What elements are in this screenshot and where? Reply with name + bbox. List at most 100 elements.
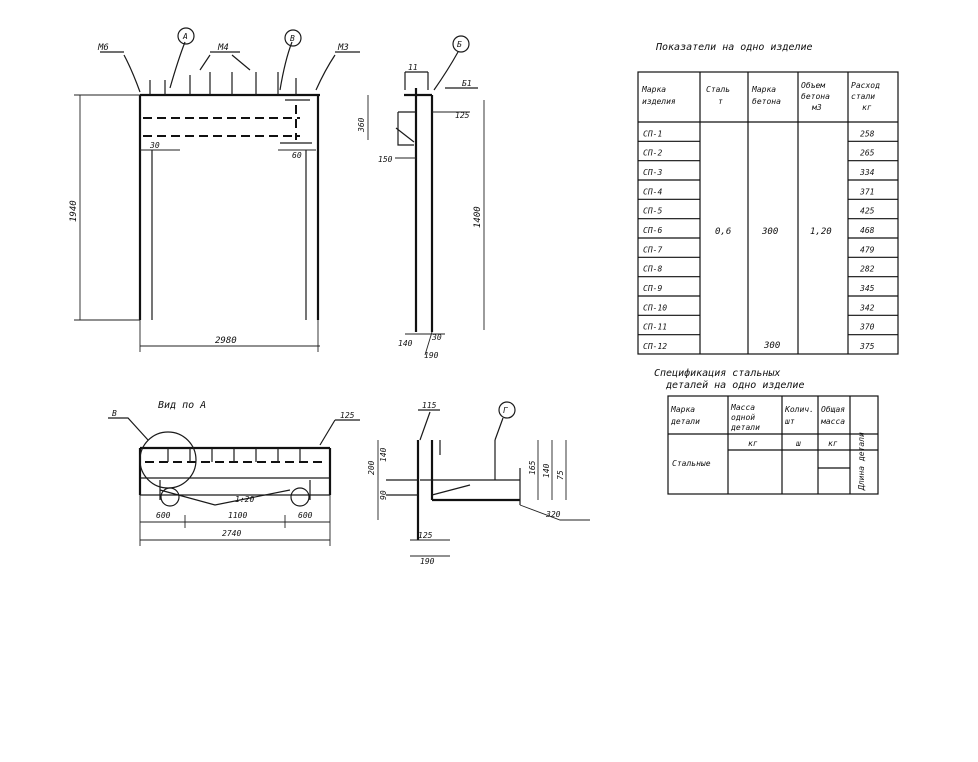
t1-h3-c: м3 — [811, 103, 822, 112]
dim-side-height: 1400 — [473, 206, 483, 228]
detail-dim-b: 140 — [379, 447, 388, 462]
table1-mark-cell: СП-9 — [643, 284, 662, 293]
table1-consumption-cell: 479 — [860, 245, 875, 254]
table1-mark-cell: СП-3 — [643, 168, 662, 177]
table1-frame — [637, 71, 899, 355]
dim-side-a: 125 — [455, 111, 470, 120]
section-dim-a: 600 — [156, 511, 171, 520]
detail-dim-f: 75 — [556, 470, 565, 480]
table2-title-2: деталей на одно изделие — [665, 379, 804, 391]
table2-title-1: Спецификация стальных — [654, 367, 780, 379]
t2-h0-a: Марка — [670, 405, 695, 414]
callout-side-text: Б — [457, 40, 462, 49]
label-m3: М3 — [337, 43, 349, 53]
t1-h2-b: бетона — [752, 96, 781, 106]
t1-volume: 1,20 — [810, 227, 832, 237]
t2-h1-c: детали — [730, 423, 760, 432]
t1-h1-b: т — [718, 97, 723, 106]
table1-consumption-cell: 375 — [859, 342, 875, 351]
leader-m6 — [123, 54, 141, 93]
detail-dim-c: 90 — [379, 490, 388, 500]
t2-h2-a: Колич. — [784, 405, 814, 414]
dim-side-bottom-a: 140 — [398, 339, 413, 348]
table1-mark-cell: СП-1 — [643, 129, 662, 138]
label-m4: М4 — [217, 43, 229, 53]
dim-inner-a: 30 — [149, 141, 160, 150]
section-dim-total: 2740 — [222, 529, 241, 538]
t2-h3-b: масса — [820, 417, 845, 426]
label-top: 11 — [408, 63, 418, 72]
section-dim-b: 1100 — [228, 511, 247, 520]
callout-circle-b — [284, 29, 302, 47]
table1-consumption-cell: 425 — [860, 207, 875, 216]
detail-dim-bottom-1: 125 — [418, 531, 433, 540]
t1-h4-c: кг — [862, 103, 872, 112]
table1-consumption-cell: 282 — [860, 265, 875, 274]
section-title: Вид по А — [158, 400, 206, 411]
t1-grade-last: 300 — [763, 341, 780, 351]
leader-b — [279, 41, 293, 91]
section-view: Вид по А В 125 1:20 600 1100 60 — [108, 400, 360, 546]
t1-h1-a: Сталь — [706, 85, 730, 94]
callout-circle-a — [177, 27, 195, 45]
section-label-a: В — [112, 409, 117, 418]
detail-view: Г 115 200 140 90 165 140 75 320 125 190 — [367, 401, 590, 566]
t1-grade: 300 — [761, 227, 778, 237]
table2-frame — [667, 395, 879, 495]
table1-consumption-cell: 370 — [859, 323, 875, 332]
t1-h3-b: бетона — [801, 91, 830, 101]
table1-consumption-cell: 342 — [859, 303, 875, 312]
dim-side-bottom-b: 30 — [431, 333, 442, 342]
t1-h3-a: Объем — [801, 80, 826, 90]
callout-circle-side — [452, 35, 470, 53]
section-label-b: 125 — [340, 411, 355, 420]
section-dim-c: 600 — [298, 511, 313, 520]
side-view: Б 11 Б1 125 150 360 1400 140 30 190 — [357, 35, 485, 360]
leader-m4 — [199, 54, 251, 71]
t2-h0-b: детали — [670, 417, 700, 426]
t2-h2-b: шт — [785, 417, 795, 426]
table-specification: Спецификация стальных деталей на одно из… — [654, 367, 879, 495]
callout-a-text: А — [182, 32, 188, 41]
dim-side-c: 360 — [357, 117, 366, 133]
detail-label-a: Г — [503, 406, 509, 415]
leader-m3 — [315, 54, 336, 91]
t1-h0-b: изделия — [642, 97, 676, 106]
table1-title: Показатели на одно изделие — [655, 42, 813, 53]
detail-dim-d: 165 — [528, 460, 537, 475]
callout-circle-detail — [498, 401, 516, 419]
table1-consumption-cell: 371 — [859, 187, 874, 196]
table1-mark-cell: СП-6 — [643, 226, 662, 235]
detail-dim-bottom-2: 190 — [420, 557, 435, 566]
section-slope: 1:20 — [235, 495, 254, 504]
detail-label-b: 115 — [422, 401, 437, 410]
t2-unit-count: ш — [796, 439, 801, 448]
dim-height: 1940 — [69, 200, 79, 222]
t2-row-label: Стальные — [672, 459, 711, 468]
dim-inner-b: 60 — [292, 151, 302, 160]
table1-mark-cell: СП-10 — [643, 303, 667, 312]
table1-consumption-cell: 468 — [860, 226, 875, 235]
t1-h4-a: Расход — [851, 81, 880, 90]
t2-side-note: Длина детали — [857, 432, 866, 491]
dim-side-b: 150 — [378, 155, 393, 164]
table1-consumption-cell: 345 — [859, 284, 875, 293]
table1-mark-cell: СП-11 — [643, 323, 667, 332]
t1-steel: 0,6 — [715, 227, 731, 237]
t2-h1-a: Масса — [730, 403, 755, 412]
leader-a — [169, 41, 186, 89]
detail-dim-g: 320 — [545, 510, 561, 519]
dim-side-bottom-c: 190 — [424, 351, 439, 360]
detail-dim-a: 200 — [367, 460, 376, 475]
table1-mark-cell: СП-4 — [643, 187, 662, 196]
table1-mark-cell: СП-7 — [643, 245, 662, 254]
table1-mark-cell: СП-5 — [643, 207, 662, 216]
table1-mark-cell: СП-2 — [643, 149, 662, 158]
t1-h0-a: Марка — [641, 85, 666, 94]
t2-unit-total: кг — [828, 439, 838, 448]
t2-unit-mass: кг — [748, 439, 758, 448]
